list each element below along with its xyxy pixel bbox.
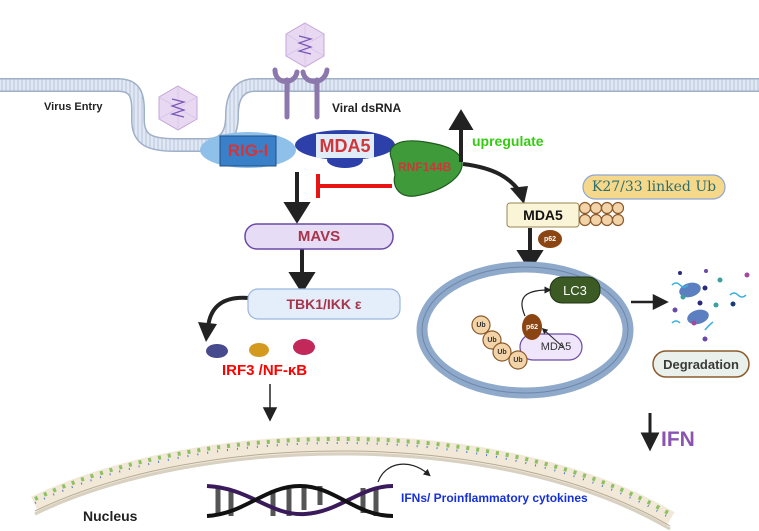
irf3-nfkb-label: IRF3 /NF-κB: [222, 362, 308, 379]
cytokines-label: IFNs/ Proinflammatory cytokines: [401, 491, 588, 505]
p62-label: p62: [543, 235, 557, 243]
virus-entry-label: Virus Entry: [44, 101, 103, 113]
virus-icon: [158, 85, 198, 131]
upregulate-arrow: [448, 109, 474, 162]
degradation-label: Degradation: [663, 356, 739, 372]
arrow: [206, 295, 250, 329]
inhibition-line: [316, 174, 392, 198]
ubiquitin-chain: [578, 201, 625, 227]
arrow: [377, 463, 431, 483]
mavs-label: MAVS: [297, 228, 341, 245]
arrowhead: [510, 186, 528, 204]
upregulate-label: upregulate: [472, 133, 544, 149]
rnf144b-protein: [389, 140, 463, 197]
p62-inner-shape: [522, 314, 542, 340]
k27-33-ub-label: K27/33 linked Ub: [591, 179, 717, 195]
arrow: [541, 327, 564, 348]
arrowhead: [198, 322, 217, 342]
mda5-sensor: [295, 130, 395, 168]
nuclear-envelope: [31, 435, 675, 531]
receptor-icon: [272, 67, 330, 120]
irf3-dot: [206, 344, 228, 358]
ub-label: Ub: [487, 336, 497, 344]
degradation-label-shape: [652, 350, 750, 378]
ubiquitin-beads: [471, 315, 528, 370]
p62-shape: [538, 230, 562, 248]
arrow: [288, 249, 316, 294]
rig-i-label: RIG-I: [227, 141, 269, 160]
nfkb-dot: [293, 339, 315, 355]
ub-label: Ub: [497, 348, 507, 356]
arrow: [521, 286, 552, 317]
nucleus-label: Nucleus: [83, 508, 138, 524]
arrow: [262, 384, 278, 422]
arrow: [462, 162, 522, 194]
rig-i-protein: [200, 132, 296, 168]
ub-label: Ub: [476, 321, 486, 329]
mda5-inner-label: MDA5: [540, 341, 572, 353]
k27-label-shape: [582, 174, 726, 200]
mda5-ub-label: MDA5: [523, 207, 563, 223]
mda5-ub-box-shape: [506, 202, 580, 228]
viral-dsrna-label: Viral dsRNA: [332, 101, 402, 115]
arrow: [516, 228, 544, 272]
lc3-label: LC3: [563, 282, 587, 298]
rnf144b-label: RNF144B: [398, 160, 452, 174]
mavs-box-shape: [244, 223, 394, 250]
mda5-sensor-label: MDA5: [319, 135, 371, 156]
ub-label: Ub: [513, 356, 523, 364]
ifn-label: IFN: [661, 428, 695, 451]
plasma-membrane: [0, 78, 759, 152]
tbk-box-shape: [247, 288, 401, 320]
degradation-debris: [671, 269, 750, 342]
mda5-inner-shape: [519, 333, 583, 361]
dna-helix: [206, 483, 394, 518]
virus-icon: [285, 22, 325, 68]
tbk1-ikk-label: TBK1/IKK ε: [286, 296, 362, 312]
arrow: [283, 172, 311, 224]
irf-dot: [249, 343, 269, 357]
ifn-down-arrow: [640, 413, 660, 452]
arrow: [631, 293, 669, 311]
p62-inner-label: p62: [525, 323, 539, 331]
